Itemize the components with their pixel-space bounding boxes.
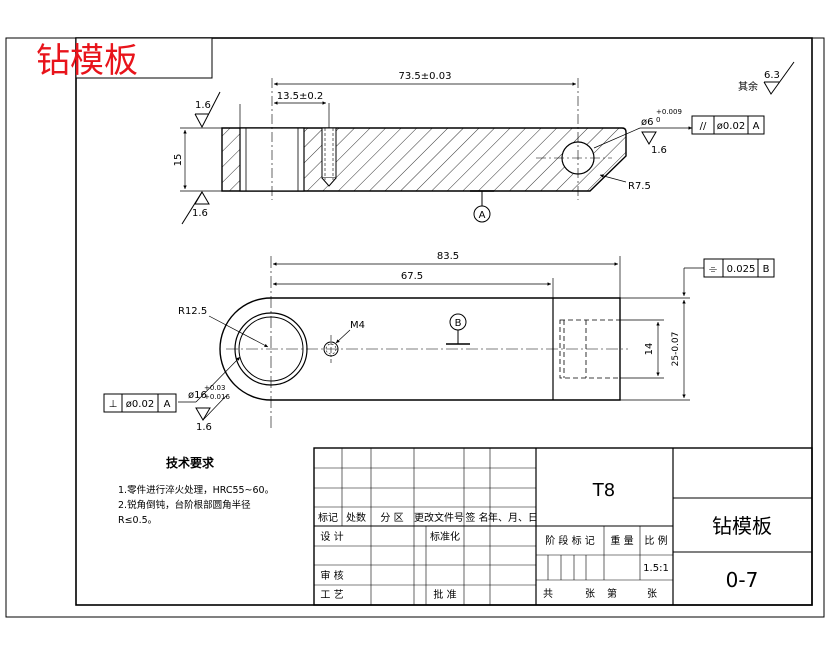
- roughness-bore: 1.6: [195, 395, 227, 433]
- stamp-title: 钻模板: [36, 41, 138, 81]
- parallel-datum: A: [753, 121, 760, 132]
- rev-date: 年、月、日: [488, 511, 538, 524]
- dim-73-5: 73.5±0.03: [399, 71, 452, 82]
- dim-16: ø16: [188, 390, 207, 401]
- standard-label: 标准化: [430, 530, 460, 543]
- ratio-label: 比 例: [644, 534, 667, 547]
- material: T8: [592, 480, 615, 501]
- parallel-symbol: //: [700, 121, 707, 132]
- perpendicular-value: ø0.02: [126, 399, 154, 410]
- slot-hidden: [559, 319, 621, 379]
- process-label: 工 艺: [320, 589, 343, 601]
- dim-15: 15: [173, 154, 184, 167]
- sheet-no: 第: [607, 587, 617, 600]
- svg-text:A: A: [479, 210, 486, 221]
- svg-text:1.6: 1.6: [192, 208, 208, 219]
- flatness-symbol: ⌯: [709, 264, 717, 275]
- parallel-value: ø0.02: [717, 121, 745, 132]
- dim-25: 25-0.07: [671, 332, 681, 367]
- roughness-value: 6.3: [764, 70, 780, 81]
- tech-requirements: 技术要求 1.零件进行淬火处理，HRC55~60。 2.锐角倒钝，台阶根部圆角半…: [118, 456, 318, 528]
- dim-67-5: 67.5: [401, 271, 423, 282]
- dim-r7-5: R7.5: [628, 181, 651, 192]
- sheets-unit: 张: [585, 588, 595, 600]
- perpendicular-symbol: ⊥: [109, 399, 118, 410]
- svg-text:1.6: 1.6: [196, 422, 212, 433]
- rev-count: 处数: [346, 511, 366, 524]
- stage-mark-label: 阶 段 标 记: [545, 534, 595, 547]
- rev-zone: 分 区: [380, 512, 403, 524]
- section-view: [221, 78, 627, 200]
- flatness-frame: ⌯ 0.025 B: [703, 258, 775, 278]
- svg-text:B: B: [455, 318, 462, 329]
- tech-requirements-title: 技术要求: [166, 456, 215, 470]
- rev-sign: 签 名: [465, 511, 488, 524]
- dim-bore-small-tol: +0.009: [656, 108, 682, 116]
- flatness-datum: B: [763, 264, 770, 275]
- drawing-no: 0-7: [726, 568, 759, 592]
- svg-text:1.6: 1.6: [195, 100, 211, 111]
- sheet-unit: 张: [647, 588, 657, 600]
- datum-b: B: [446, 313, 470, 345]
- roughness-general: 其余 6.3: [738, 61, 795, 95]
- review-label: 审 核: [320, 569, 343, 582]
- dim-bore-small: ø6: [641, 117, 653, 128]
- title-block: [313, 447, 813, 606]
- roughness-pin-bore: 1.6: [641, 131, 667, 156]
- design-label: 设 计: [320, 530, 343, 543]
- rev-doc: 更改文件号: [414, 511, 464, 524]
- svg-text:1.6: 1.6: [651, 145, 667, 156]
- tapped-hole-section: [321, 127, 337, 179]
- weight-label: 重 量: [610, 534, 633, 547]
- dim-13-5: 13.5±0.2: [277, 91, 324, 102]
- rev-mark: 标记: [318, 512, 338, 524]
- tech-requirement-2: 2.锐角倒钝，台阶根部圆角半径: [118, 500, 251, 511]
- dim-16-tol2: +0.016: [204, 393, 230, 401]
- dim-r12-5: R12.5: [178, 306, 207, 317]
- part-name: 钻模板: [712, 514, 772, 538]
- dim-83-5: 83.5: [437, 251, 459, 262]
- dim-bore-small-tol2: 0: [656, 116, 660, 124]
- flatness-value: 0.025: [727, 264, 756, 275]
- datum-a: A: [470, 190, 494, 223]
- plan-view: [219, 256, 628, 428]
- tech-requirement-1: 1.零件进行淬火处理，HRC55~60。: [118, 485, 275, 496]
- dim-m4: M4: [350, 320, 365, 331]
- tech-requirement-3: R≤0.5。: [118, 515, 158, 526]
- approve-label: 批 准: [433, 588, 456, 601]
- parallelism-frame: // ø0.02 A: [691, 115, 765, 135]
- stamp-box: [75, 37, 213, 79]
- roughness-bottom: 1.6: [181, 191, 210, 225]
- sheets-total: 共: [543, 588, 553, 600]
- perpendicular-frame: ⊥ ø0.02 A: [103, 393, 177, 413]
- scale-value: 1.5:1: [643, 563, 669, 574]
- dim-14: 14: [644, 343, 655, 356]
- roughness-top: 1.6: [194, 91, 221, 129]
- perpendicular-datum: A: [164, 399, 171, 410]
- dim-16-tol: +0.03: [204, 384, 225, 392]
- roughness-label: 其余: [738, 80, 758, 93]
